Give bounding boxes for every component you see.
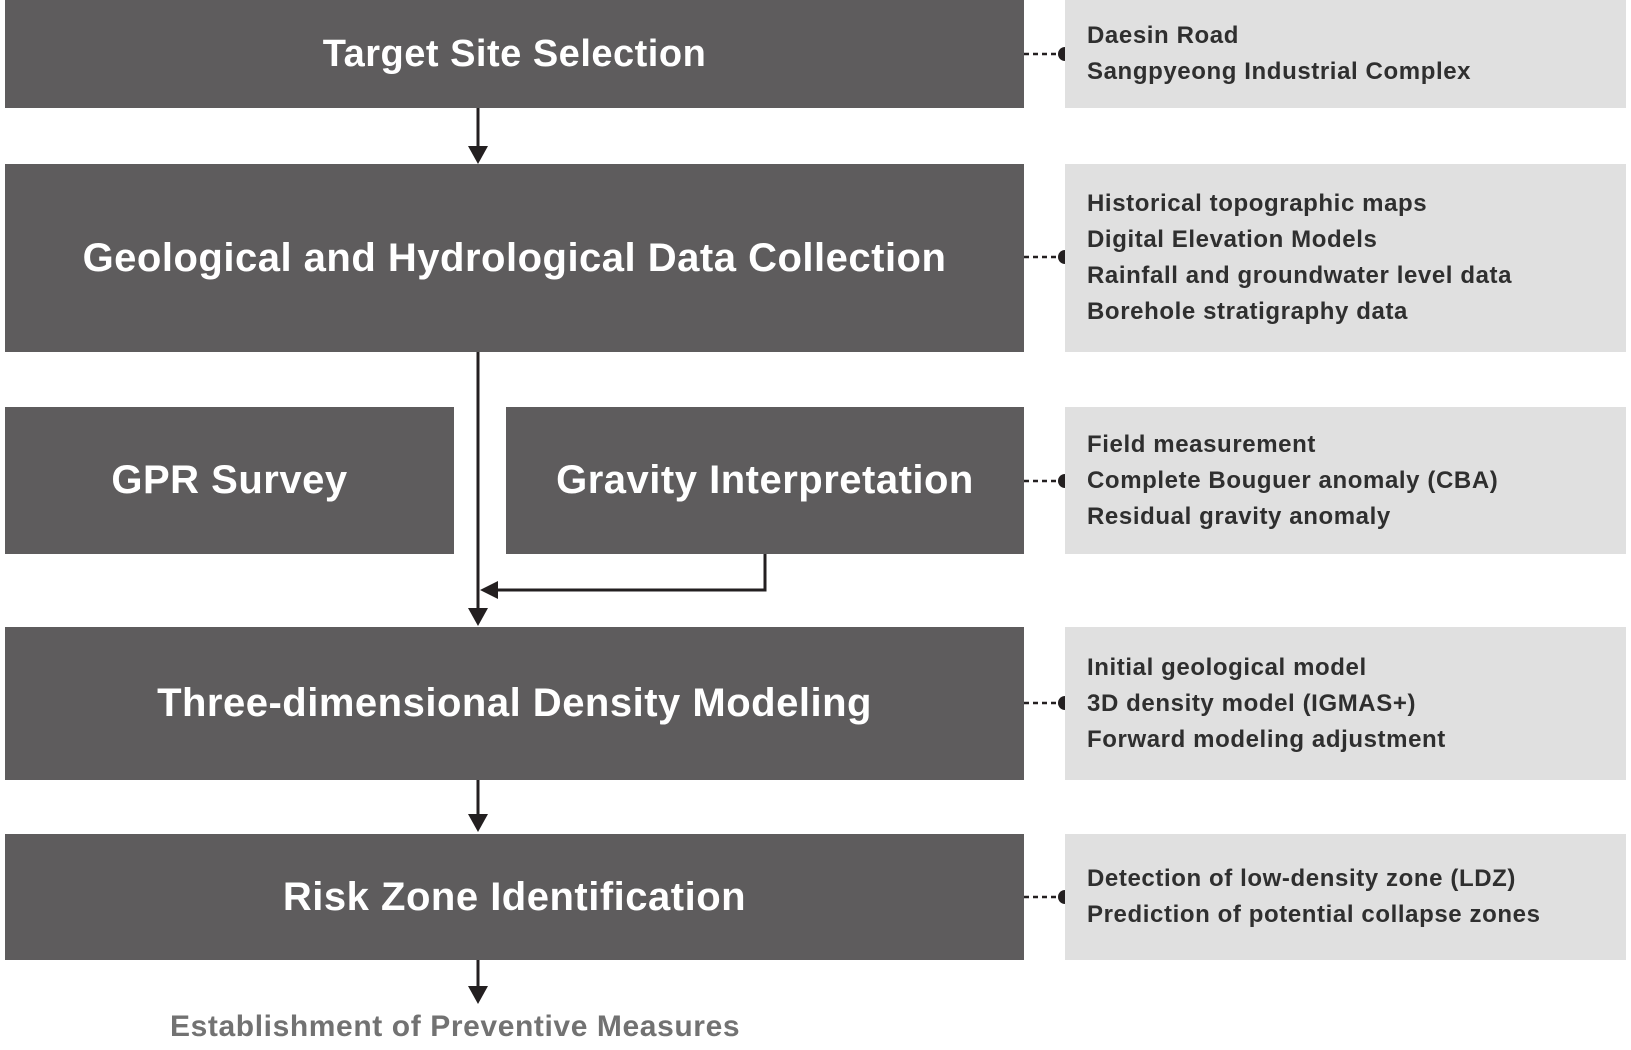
step-data-collection: Geological and Hydrological Data Collect…	[5, 164, 1024, 352]
arrowhead-density-to-risk	[468, 814, 488, 832]
arrowhead-gravity-merge	[480, 581, 498, 599]
note-target-site-selection: Daesin Road Sangpyeong Industrial Comple…	[1065, 0, 1626, 108]
note-line: Residual gravity anomaly	[1087, 502, 1391, 530]
final-outcome: Establishment of Preventive Measures	[170, 1010, 741, 1043]
note-line: Historical topographic maps	[1087, 190, 1428, 217]
step-label: GPR Survey	[111, 458, 348, 502]
step-label: Three-dimensional Density Modeling	[157, 681, 872, 725]
note-line: Detection of low-density zone (LDZ)	[1087, 865, 1516, 892]
note-line: Field measurement	[1087, 430, 1316, 458]
arrow-gravity-merge	[490, 554, 767, 592]
step-gravity-interpretation: Gravity Interpretation	[506, 407, 1024, 554]
note-line: Sangpyeong Industrial Complex	[1087, 58, 1472, 85]
arrowhead-site-to-data	[468, 146, 488, 164]
step-target-site-selection: Target Site Selection	[5, 0, 1024, 108]
note-line: Digital Elevation Models	[1087, 226, 1378, 253]
note-data-collection: Historical topographic maps Digital Elev…	[1065, 164, 1626, 352]
note-line: Daesin Road	[1087, 22, 1239, 49]
note-line: Initial geological model	[1087, 653, 1367, 681]
step-risk-zone-identification: Risk Zone Identification	[5, 834, 1024, 960]
step-density-modeling: Three-dimensional Density Modeling	[5, 627, 1024, 780]
arrowhead-data-to-density	[468, 608, 488, 626]
note-line: Complete Bouguer anomaly (CBA)	[1087, 466, 1499, 494]
step-label: Geological and Hydrological Data Collect…	[82, 235, 947, 280]
step-gpr-survey: GPR Survey	[5, 407, 454, 554]
note-risk-zone-identification: Detection of low-density zone (LDZ) Pred…	[1065, 834, 1626, 960]
note-line: Forward modeling adjustment	[1087, 725, 1446, 753]
note-line: Rainfall and groundwater level data	[1087, 262, 1513, 289]
step-label: Target Site Selection	[322, 32, 707, 75]
note-density-modeling: Initial geological model 3D density mode…	[1065, 627, 1626, 780]
note-line: 3D density model (IGMAS+)	[1087, 689, 1417, 717]
note-line: Borehole stratigraphy data	[1087, 298, 1409, 325]
note-gravity-interpretation: Field measurement Complete Bouguer anoma…	[1065, 407, 1626, 554]
step-label: Gravity Interpretation	[556, 458, 974, 502]
note-line: Prediction of potential collapse zones	[1087, 901, 1541, 928]
step-label: Risk Zone Identification	[282, 874, 747, 919]
arrowhead-risk-to-final	[468, 986, 488, 1004]
